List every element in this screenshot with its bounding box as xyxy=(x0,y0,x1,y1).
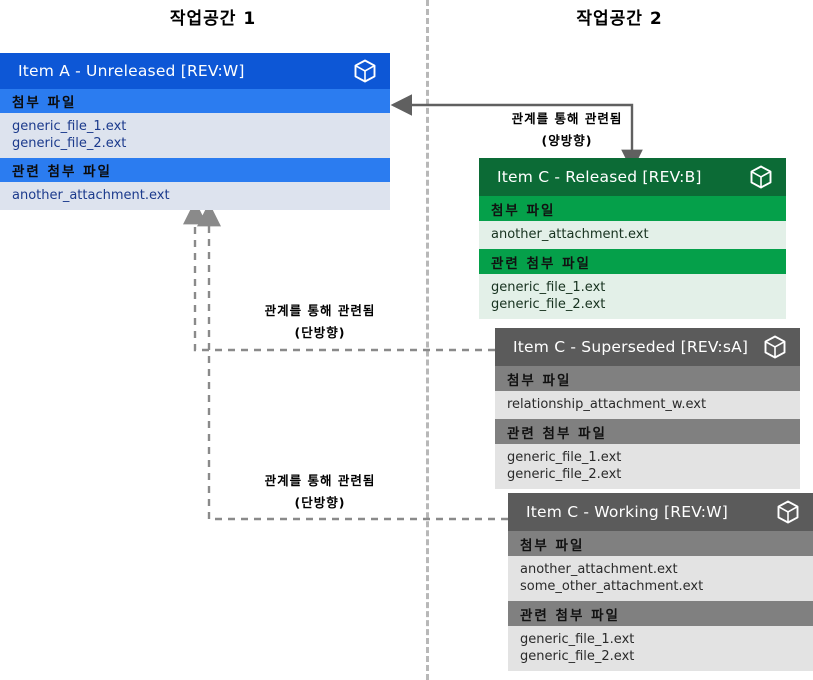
list-item[interactable]: generic_file_1.ext xyxy=(520,632,635,647)
list-item[interactable]: generic_file_1.ext xyxy=(491,280,606,295)
card-item-c-released-title: Item C - Released [REV:B] xyxy=(497,168,702,186)
card-item-c-released-title-bar[interactable]: Item C - Released [REV:B] xyxy=(479,158,786,196)
connector-label-line2: (단방향) xyxy=(294,325,346,340)
connector-label-bidirectional: 관계를 통해 관련됨 (양방향) xyxy=(452,108,682,152)
cube-icon xyxy=(777,500,799,524)
card-item-a-title: Item A - Unreleased [REV:W] xyxy=(18,62,245,80)
connector-label-line1: 관계를 통해 관련됨 xyxy=(264,473,376,488)
connector-label-line1: 관계를 통해 관련됨 xyxy=(511,111,623,126)
card-item-c-working-attachments-header: 첨부 파일 xyxy=(508,531,813,556)
cube-icon xyxy=(750,165,772,189)
card-item-c-working-related-list: generic_file_1.ext generic_file_2.ext xyxy=(508,626,813,671)
card-item-a-related-header: 관련 첨부 파일 xyxy=(0,158,390,182)
list-item[interactable]: generic_file_2.ext xyxy=(520,649,635,664)
list-item[interactable]: generic_file_1.ext xyxy=(12,119,127,134)
card-item-a-title-bar[interactable]: Item A - Unreleased [REV:W] xyxy=(0,53,390,89)
list-item[interactable]: generic_file_2.ext xyxy=(507,467,622,482)
card-item-c-working-title: Item C - Working [REV:W] xyxy=(526,503,728,521)
card-item-c-superseded-title: Item C - Superseded [REV:sA] xyxy=(513,338,749,356)
connector-label-unidirectional-working: 관계를 통해 관련됨 (단방향) xyxy=(205,470,435,514)
card-item-c-superseded[interactable]: Item C - Superseded [REV:sA] 첨부 파일 relat… xyxy=(495,328,800,489)
cube-icon xyxy=(764,335,786,359)
cube-icon xyxy=(354,59,376,83)
card-item-a-attachments-header: 첨부 파일 xyxy=(0,89,390,113)
card-item-c-superseded-title-bar[interactable]: Item C - Superseded [REV:sA] xyxy=(495,328,800,366)
card-item-a-related-list: another_attachment.ext xyxy=(0,182,390,210)
card-item-c-superseded-attachments-header: 첨부 파일 xyxy=(495,366,800,391)
card-item-a[interactable]: Item A - Unreleased [REV:W] 첨부 파일 generi… xyxy=(0,53,390,210)
workspace-1-title: 작업공간 1 xyxy=(169,9,257,29)
card-item-c-working-related-header: 관련 첨부 파일 xyxy=(508,601,813,626)
list-item[interactable]: another_attachment.ext xyxy=(12,188,170,203)
card-item-c-released-related-list: generic_file_1.ext generic_file_2.ext xyxy=(479,274,786,319)
list-item[interactable]: another_attachment.ext xyxy=(491,227,649,242)
connector-label-line2: (양방향) xyxy=(541,133,593,148)
connector-label-line2: (단방향) xyxy=(294,495,346,510)
list-item[interactable]: relationship_attachment_w.ext xyxy=(507,397,707,412)
card-item-c-released[interactable]: Item C - Released [REV:B] 첨부 파일 another_… xyxy=(479,158,786,319)
list-item[interactable]: another_attachment.ext xyxy=(520,562,678,577)
card-item-c-superseded-related-header: 관련 첨부 파일 xyxy=(495,419,800,444)
card-item-a-attachments-list: generic_file_1.ext generic_file_2.ext xyxy=(0,113,390,158)
connector-label-line1: 관계를 통해 관련됨 xyxy=(264,303,376,318)
workspace-2-title: 작업공간 2 xyxy=(576,9,663,29)
connector-label-unidirectional-superseded: 관계를 통해 관련됨 (단방향) xyxy=(205,300,435,344)
list-item[interactable]: generic_file_2.ext xyxy=(491,297,606,312)
card-item-c-released-related-header: 관련 첨부 파일 xyxy=(479,249,786,274)
card-item-c-superseded-related-list: generic_file_1.ext generic_file_2.ext xyxy=(495,444,800,489)
list-item[interactable]: generic_file_1.ext xyxy=(507,450,622,465)
card-item-c-released-attachments-header: 첨부 파일 xyxy=(479,196,786,221)
card-item-c-superseded-attachments-list: relationship_attachment_w.ext xyxy=(495,391,800,419)
card-item-c-working[interactable]: Item C - Working [REV:W] 첨부 파일 another_a… xyxy=(508,493,813,671)
card-item-c-working-attachments-list: another_attachment.ext some_other_attach… xyxy=(508,556,813,601)
list-item[interactable]: some_other_attachment.ext xyxy=(520,579,704,594)
card-item-c-working-title-bar[interactable]: Item C - Working [REV:W] xyxy=(508,493,813,531)
list-item[interactable]: generic_file_2.ext xyxy=(12,136,127,151)
card-item-c-released-attachments-list: another_attachment.ext xyxy=(479,221,786,249)
